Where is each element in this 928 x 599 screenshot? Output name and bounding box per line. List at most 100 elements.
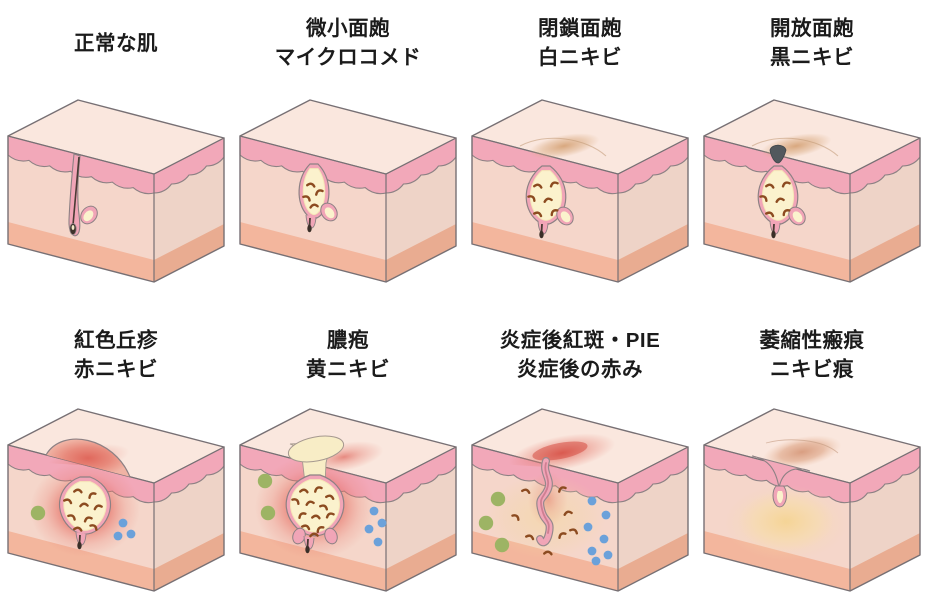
inflammatory-cell-blue xyxy=(591,556,601,566)
erythema-core xyxy=(532,441,588,461)
stage-label-line2: 黄ニキビ xyxy=(306,358,390,381)
pus-dome xyxy=(287,435,345,463)
hair-shaft xyxy=(303,535,315,554)
hair-follicle xyxy=(68,153,98,237)
stage-label-line1: 開放面皰 xyxy=(770,17,854,40)
inflammatory-cell-blue xyxy=(587,546,597,556)
immune-cells xyxy=(478,491,613,566)
box-outline xyxy=(703,408,921,592)
stage-label-pustule: 膿疱黄ニキビ xyxy=(306,315,390,395)
box-inner-edges xyxy=(703,444,921,591)
stage-label-line1: 萎縮性瘢痕 xyxy=(759,329,865,352)
stage-label-line1: 膿疱 xyxy=(327,329,369,352)
sebaceous-gland xyxy=(80,205,98,225)
stage-label-line2: 黒ニキビ xyxy=(770,46,854,69)
box-outline xyxy=(7,99,225,283)
sebaceous-gland xyxy=(788,206,806,226)
box-outline xyxy=(239,408,457,592)
inflammatory-cell-blue xyxy=(603,550,613,560)
bump-ridge xyxy=(751,137,839,157)
inflammatory-cell-blue xyxy=(373,537,383,547)
box-inner-edges xyxy=(7,135,225,282)
box-inner-edges xyxy=(703,135,921,282)
stage-cell-closed-comedo: 閉鎖面皰白ニキビ xyxy=(464,0,696,291)
subcutis-layer xyxy=(850,224,920,282)
box-outline xyxy=(471,408,689,592)
stage-label-line1: 紅色丘疹 xyxy=(74,329,158,352)
subcutis-layer xyxy=(154,533,224,591)
comedo-sac xyxy=(58,476,112,535)
crater-rim xyxy=(765,439,839,454)
stage-label-line2: 赤ニキビ xyxy=(74,358,158,381)
stage-label-line1: 閉鎖面皰 xyxy=(538,17,622,40)
hair-shaft xyxy=(305,214,317,233)
blackhead-plug xyxy=(769,144,787,164)
inflammatory-cell-blue xyxy=(126,529,136,539)
skin-block-illustration-open-comedo xyxy=(703,99,921,283)
inflammatory-cell-blue xyxy=(118,518,128,528)
hair-shaft xyxy=(537,220,549,239)
skin-block-illustration-microcomedo xyxy=(239,99,457,283)
hair-shaft xyxy=(769,220,781,239)
subcutis-layer xyxy=(472,222,618,282)
subcutis-layer xyxy=(154,224,224,282)
box-inner-edges xyxy=(239,135,457,282)
stage-label-line1: 正常な肌 xyxy=(74,31,158,55)
inflammatory-cell-blue xyxy=(587,496,597,506)
bacteria-group xyxy=(302,182,324,209)
stage-label-atrophic-scar: 萎縮性瘢痕ニキビ痕 xyxy=(760,315,865,395)
immune-cell-green xyxy=(490,491,506,507)
inflammatory-cell-blue xyxy=(583,522,593,532)
subcutis-layer xyxy=(386,224,456,282)
stage-label-open-comedo: 開放面皰黒ニキビ xyxy=(770,0,854,86)
stage-label-microcomedo: 微小面皰マイクロコメド xyxy=(275,0,422,86)
box-outline xyxy=(703,99,921,283)
inflammatory-cell-blue xyxy=(601,510,611,520)
subcutis-layer xyxy=(618,533,688,591)
inflammatory-cell-blue xyxy=(113,531,123,541)
skin-block-illustration-red-papule xyxy=(7,408,225,592)
stage-label-line1: 微小面皰 xyxy=(306,17,390,40)
stage-cell-pustule: 膿疱黄ニキビ xyxy=(232,315,464,599)
skin-top-face xyxy=(240,100,456,174)
skin-top-face xyxy=(8,100,224,174)
collapsed-follicle xyxy=(536,457,554,547)
stage-label-red-papule: 紅色丘疹赤ニキビ xyxy=(74,315,158,395)
stage-cell-atrophic-scar: 萎縮性瘢痕ニキビ痕 xyxy=(696,315,928,599)
stage-cell-red-papule: 紅色丘疹赤ニキビ xyxy=(0,315,232,599)
diagram-row-2: 紅色丘疹赤ニキビ 膿疱黄ニキビ xyxy=(0,315,928,599)
stage-label-normal-skin: 正常な肌 xyxy=(74,0,158,86)
bacteria-group xyxy=(759,181,791,218)
stage-label-line2: 炎症後の赤み xyxy=(516,358,643,381)
sebaceous-gland xyxy=(556,206,574,226)
skin-block-illustration-post-inflammatory-erythema xyxy=(471,408,689,592)
inflammatory-cell-blue xyxy=(599,534,609,544)
stage-label-closed-comedo: 閉鎖面皰白ニキビ xyxy=(538,0,622,86)
subcutis-layer xyxy=(704,222,850,282)
stage-label-line2: ニキビ痕 xyxy=(770,358,854,381)
skin-block-illustration-normal-skin xyxy=(7,99,225,283)
comedo-sac xyxy=(298,163,330,220)
inflammatory-cell-blue xyxy=(369,506,379,516)
skin-block-illustration-atrophic-scar xyxy=(703,408,921,592)
comedo-bump-shading xyxy=(528,133,600,159)
subcutis-layer xyxy=(618,224,688,282)
box-outline xyxy=(7,408,225,592)
immune-cells xyxy=(30,505,136,541)
hair-shaft xyxy=(75,531,87,550)
stage-label-line2: マイクロコメド xyxy=(274,46,422,69)
scar-tissue-glow xyxy=(724,485,848,561)
box-inner-edges xyxy=(239,444,457,591)
sac-lobe xyxy=(324,527,338,545)
immune-cell-green xyxy=(260,505,276,521)
stage-cell-microcomedo: 微小面皰マイクロコメド xyxy=(232,0,464,291)
subcutis-layer xyxy=(850,533,920,591)
box-outline xyxy=(239,99,457,283)
immune-cell-green xyxy=(478,515,494,531)
sebaceous-gland xyxy=(320,202,338,222)
inflamed-bump xyxy=(46,439,130,477)
immune-cell-green xyxy=(30,505,46,521)
